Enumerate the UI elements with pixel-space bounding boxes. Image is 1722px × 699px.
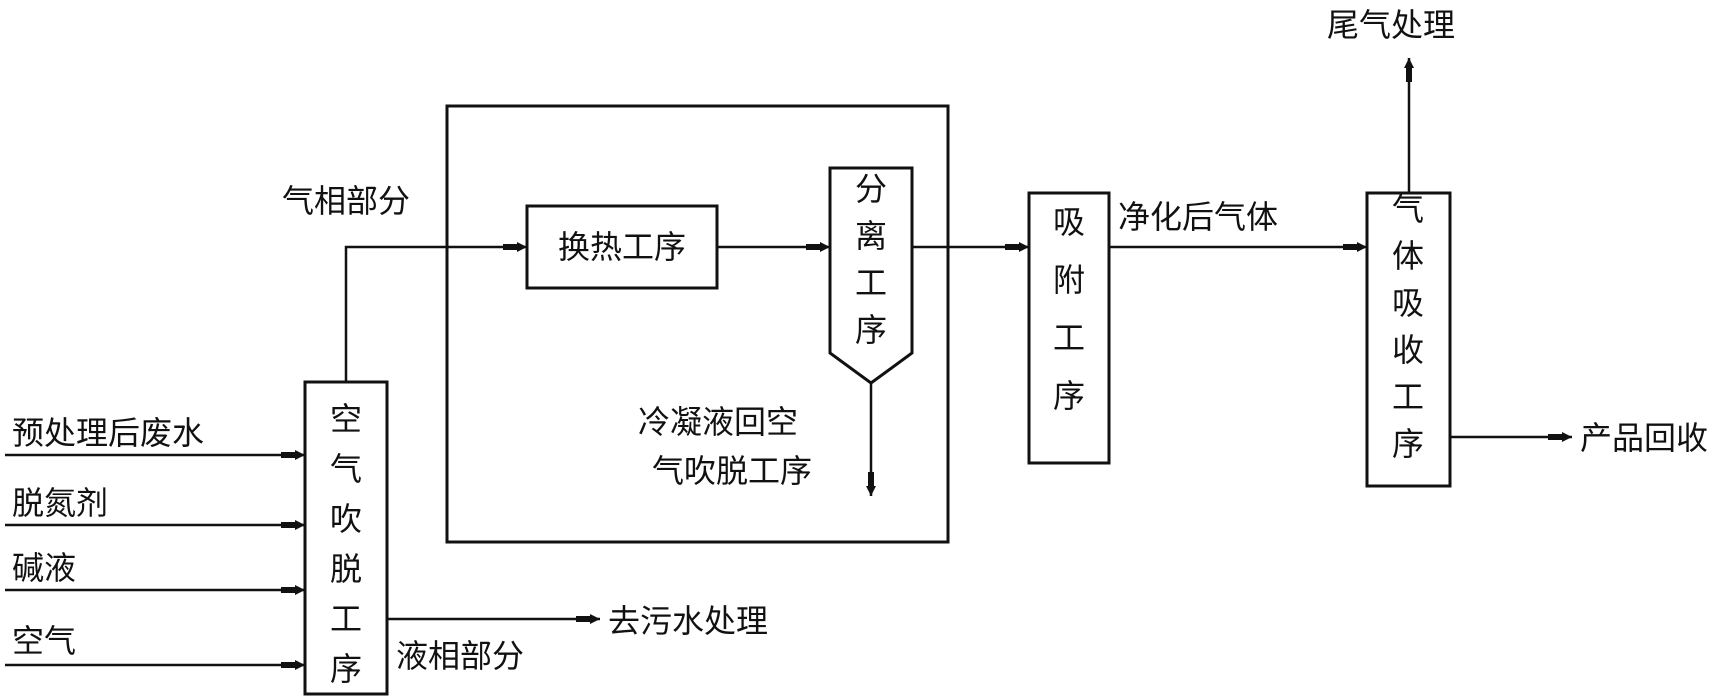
product-label: 产品回收 <box>1580 419 1708 457</box>
input-label-denitrifier: 脱氮剂 <box>12 484 108 522</box>
heat-exchange-label: 换热工序 <box>558 228 686 266</box>
purified-gas-label: 净化后气体 <box>1118 198 1278 236</box>
sewage-label: 去污水处理 <box>608 602 768 640</box>
input-label-air: 空气 <box>12 622 76 660</box>
air-stripping-label: 空气吹脱工序 <box>330 400 362 688</box>
input-label-wastewater: 预处理后废水 <box>12 414 204 452</box>
tail-gas-label: 尾气处理 <box>1327 6 1455 44</box>
gas-absorption-label: 气体吸收工序 <box>1392 190 1424 463</box>
adsorption-label: 吸附工序 <box>1053 203 1085 415</box>
input-label-alkali: 碱液 <box>12 549 76 587</box>
adsorption-box <box>1027 191 1111 465</box>
separation-box <box>828 166 914 385</box>
condensate-label-line1: 冷凝液回空 <box>638 403 798 441</box>
heat-exchange-box <box>525 204 719 290</box>
gas-phase-label: 气相部分 <box>282 182 410 220</box>
air-stripping-box <box>303 380 389 696</box>
gas-phase-line <box>344 242 527 382</box>
separation-label: 分离工序 <box>855 170 887 349</box>
gas-absorption-box <box>1365 191 1452 488</box>
condensate-label-line2: 气吹脱工序 <box>652 452 812 490</box>
liquid-phase-label: 液相部分 <box>396 637 524 675</box>
